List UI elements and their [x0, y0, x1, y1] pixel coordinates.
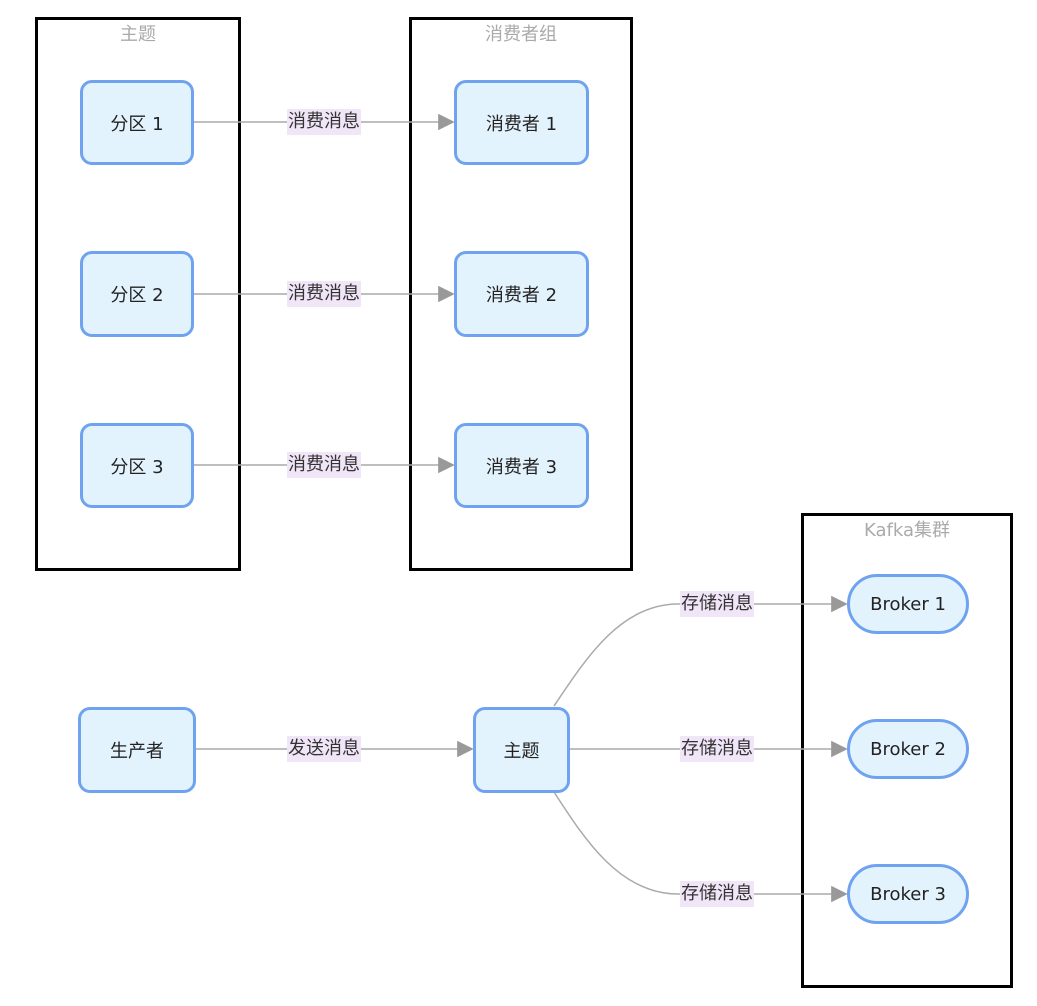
broker-1-node: Broker 1: [847, 574, 969, 634]
producer-node: 生产者: [78, 707, 196, 793]
edge-label-consume-3: 消费消息: [287, 452, 361, 478]
kafka-cluster-title: Kafka集群: [864, 520, 950, 541]
partition-3-node: 分区 3: [80, 423, 194, 508]
broker-2-node: Broker 2: [847, 719, 969, 779]
edge-topic-broker1: [553, 595, 848, 707]
consumer-2-node: 消费者 2: [454, 251, 589, 337]
edge-label-store-3: 存储消息: [680, 881, 754, 907]
topic-node: 主题: [473, 707, 570, 793]
consumer-3-node: 消费者 3: [454, 423, 589, 508]
edge-label-consume-2: 消费消息: [287, 281, 361, 307]
topic-cluster-title: 主题: [120, 24, 156, 45]
consumer-1-node: 消费者 1: [454, 80, 589, 165]
partition-2-node: 分区 2: [80, 251, 194, 337]
partition-1-node: 分区 1: [80, 80, 194, 165]
consumer-group-cluster-title: 消费者组: [485, 24, 557, 45]
edge-label-send: 发送消息: [287, 736, 361, 762]
edge-label-consume-1: 消费消息: [287, 109, 361, 135]
edge-label-store-1: 存储消息: [680, 591, 754, 617]
edge-label-store-2: 存储消息: [680, 736, 754, 762]
edge-topic-broker3: [553, 791, 848, 903]
broker-3-node: Broker 3: [847, 864, 969, 924]
